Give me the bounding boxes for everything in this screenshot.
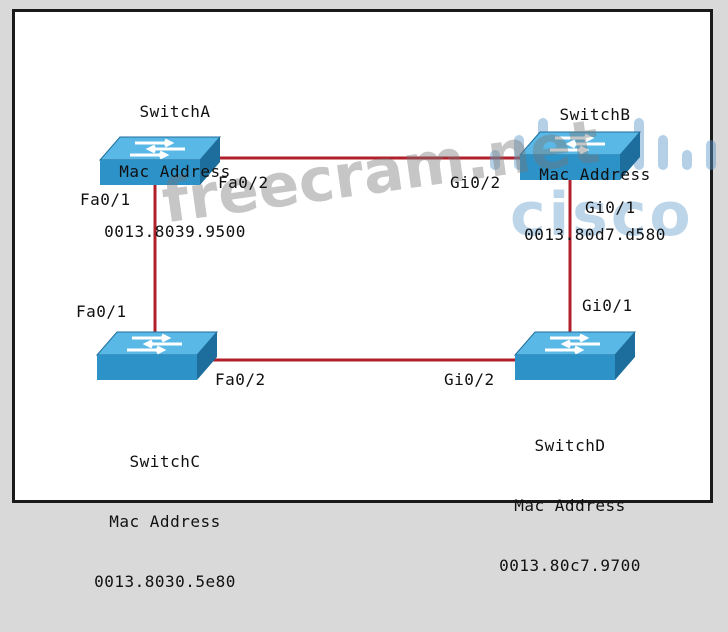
links-layer <box>153 156 572 362</box>
port-a-fa02: Fa0/2 <box>218 173 269 192</box>
switch-a-mac: 0013.8039.9500 <box>104 222 246 241</box>
port-b-gi02: Gi0/2 <box>450 173 501 192</box>
switch-c-icon <box>95 331 219 380</box>
port-d-gi01: Gi0/1 <box>582 296 633 315</box>
logo-text: cisco <box>510 180 694 250</box>
switch-c-mac: 0013.8030.5e80 <box>94 572 236 591</box>
diagram-frame <box>12 9 713 503</box>
switch-c-mac-label: Mac Address <box>109 512 221 531</box>
port-c-fa01: Fa0/1 <box>76 302 127 321</box>
switch-c-name: SwitchC <box>129 452 201 471</box>
switch-b-icon <box>518 131 642 180</box>
switch-b-name: SwitchB <box>559 105 631 124</box>
switch-b-mac: 0013.80d7.d580 <box>524 225 666 244</box>
switch-d-label: SwitchD Mac Address 0013.80c7.9700 <box>465 396 675 616</box>
diagram-stage: cisco <box>12 9 716 591</box>
port-c-fa02: Fa0/2 <box>215 370 266 389</box>
switch-a-icon <box>98 136 222 185</box>
switch-a-mac-label: Mac Address <box>119 162 231 181</box>
port-d-gi02: Gi0/2 <box>444 370 495 389</box>
switch-a-label: SwitchA Mac Address 0013.8039.9500 <box>70 62 280 282</box>
switch-d-mac: 0013.80c7.9700 <box>499 556 641 575</box>
switch-d-mac-label: Mac Address <box>514 496 626 515</box>
port-b-gi01: Gi0/1 <box>585 198 636 217</box>
port-a-fa01: Fa0/1 <box>80 190 131 209</box>
switch-a-name: SwitchA <box>139 102 211 121</box>
switch-b-mac-label: Mac Address <box>539 165 651 184</box>
switch-b-label: SwitchB Mac Address 0013.80d7.d580 <box>490 65 700 285</box>
switch-c-label: SwitchC Mac Address 0013.8030.5e80 <box>60 412 270 632</box>
switch-d-name: SwitchD <box>534 436 606 455</box>
switch-d-icon <box>513 331 637 380</box>
